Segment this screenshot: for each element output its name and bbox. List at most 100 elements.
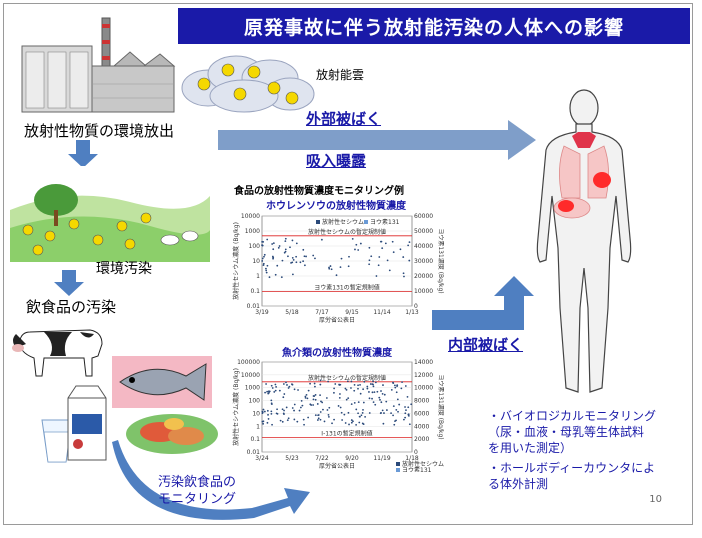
data-point — [268, 276, 271, 279]
cesium-limit-label: 放射性セシウムの暫定規制値 — [308, 228, 386, 236]
data-point — [329, 265, 332, 267]
data-point — [350, 387, 352, 389]
food-label: 飲食品の汚染 — [26, 298, 117, 316]
data-point — [304, 396, 307, 399]
data-point — [262, 240, 265, 243]
monitoring-arrow — [112, 440, 310, 520]
data-point — [322, 408, 324, 411]
data-point — [275, 385, 278, 388]
data-point — [262, 264, 265, 267]
data-point — [353, 401, 356, 404]
data-point — [400, 387, 403, 390]
data-point — [265, 383, 267, 385]
data-point — [266, 409, 269, 412]
data-point — [352, 420, 354, 423]
data-point — [277, 246, 280, 249]
data-point — [293, 409, 295, 412]
data-point — [368, 412, 371, 414]
data-point — [350, 403, 353, 406]
y2-tick-label: 12000 — [414, 372, 433, 379]
data-point — [393, 423, 396, 426]
legend-label: 放射性セシウム — [402, 460, 444, 468]
data-point — [408, 423, 411, 426]
data-point — [313, 382, 316, 385]
x-tick-label: 1/13 — [405, 309, 419, 316]
data-point — [316, 403, 319, 405]
data-point — [291, 273, 294, 276]
data-point — [381, 247, 384, 250]
data-point — [284, 250, 287, 253]
y2-axis-label: ヨウ素131濃度 (Bq/kg) — [437, 374, 444, 439]
fish-illustration — [112, 356, 212, 408]
data-point — [407, 244, 410, 247]
data-point — [296, 420, 299, 423]
data-point — [314, 394, 317, 396]
y-tick-label: 1 — [256, 423, 260, 430]
data-point — [272, 248, 275, 251]
data-point — [273, 391, 276, 393]
data-point — [407, 413, 410, 416]
x-tick-label: 3/24 — [255, 455, 269, 462]
data-point — [261, 257, 264, 260]
data-point — [265, 269, 268, 272]
legend-marker — [316, 220, 320, 224]
x-tick-label: 5/18 — [285, 309, 299, 316]
data-point — [395, 391, 398, 394]
y2-tick-label: 8000 — [414, 398, 429, 405]
data-point — [335, 274, 338, 277]
data-point — [292, 258, 295, 261]
data-point — [378, 396, 381, 399]
y2-tick-label: 0 — [414, 449, 418, 456]
data-point — [383, 412, 385, 414]
data-point — [392, 405, 395, 408]
data-point — [261, 244, 263, 247]
milk-illustration — [41, 385, 107, 463]
data-point — [407, 406, 410, 409]
data-point — [271, 387, 274, 389]
data-point — [362, 423, 365, 426]
data-point — [280, 276, 283, 279]
data-point — [314, 385, 316, 388]
y2-tick-label: 14000 — [414, 359, 433, 366]
data-point — [370, 255, 373, 258]
data-point — [403, 275, 405, 278]
data-point — [302, 418, 305, 421]
data-point — [362, 401, 365, 404]
data-point — [341, 419, 344, 421]
data-point — [357, 387, 359, 390]
x-tick-label: 5/23 — [285, 455, 299, 462]
release-label: 放射性物質の環境放出 — [24, 122, 175, 140]
exposure-arrow — [218, 120, 536, 160]
data-point — [366, 385, 369, 388]
data-point — [331, 422, 333, 425]
seafood-illustration — [126, 414, 218, 454]
annotation-line-3: を用いた測定） — [488, 441, 573, 455]
external-exposure-label: 外部被ばく — [306, 110, 382, 128]
data-point — [355, 243, 358, 246]
data-point — [284, 248, 287, 251]
data-point — [282, 383, 285, 385]
data-point — [327, 416, 330, 418]
down-arrow-2 — [54, 270, 84, 296]
data-point — [354, 248, 356, 251]
data-point — [408, 259, 411, 262]
radioactive-cloud-illustration — [181, 55, 315, 113]
data-point — [391, 240, 394, 243]
data-point — [368, 246, 371, 249]
down-arrow-1 — [68, 140, 98, 168]
legend-label: ヨウ素131 — [402, 466, 432, 472]
data-point — [380, 412, 382, 414]
legend-marker — [396, 462, 400, 466]
y-tick-label: 0.01 — [247, 303, 261, 310]
data-point — [381, 409, 384, 412]
data-point — [404, 416, 407, 419]
data-point — [337, 405, 340, 407]
data-point — [372, 401, 375, 403]
data-point — [377, 264, 380, 267]
data-point — [380, 390, 382, 392]
y2-tick-label: 4000 — [414, 423, 429, 430]
data-point — [270, 402, 273, 405]
data-point — [316, 419, 319, 421]
data-point — [392, 251, 395, 254]
data-point — [407, 414, 410, 417]
